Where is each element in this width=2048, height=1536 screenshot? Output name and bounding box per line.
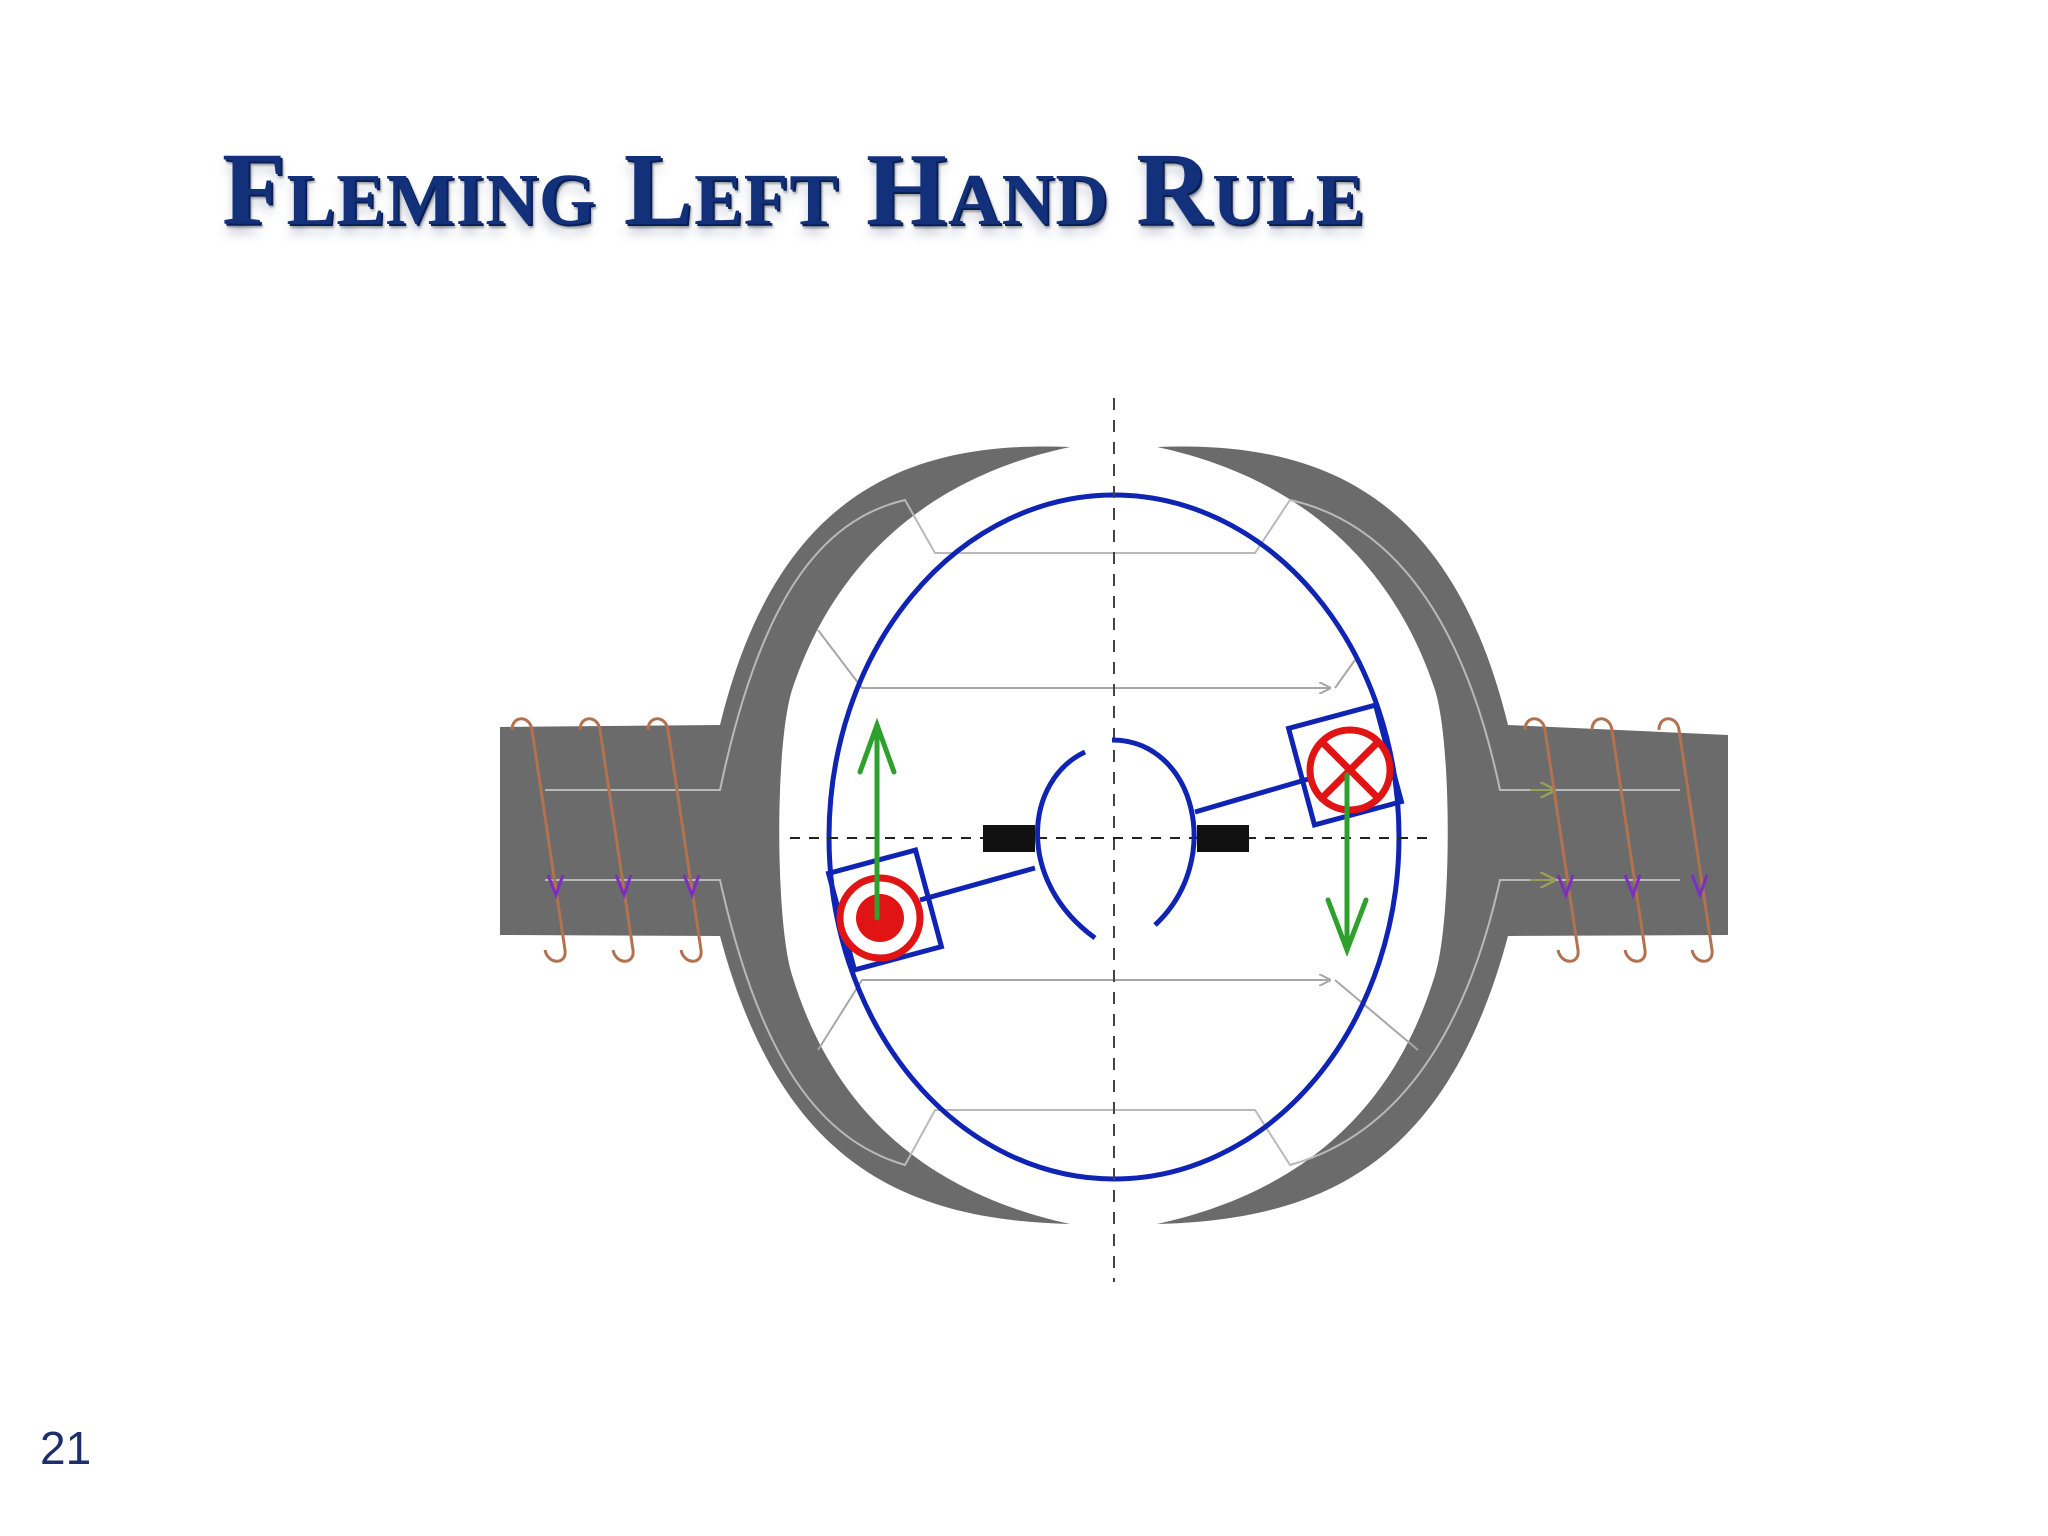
brush-right bbox=[1197, 825, 1249, 852]
arrow-up-icon bbox=[857, 717, 897, 921]
coil-current-arrows bbox=[546, 874, 1709, 900]
pole-field-lines bbox=[545, 498, 1680, 1167]
armature-wire-right bbox=[1194, 775, 1313, 815]
conductor-current-in bbox=[1285, 701, 1405, 829]
commutator-segment-right bbox=[1111, 737, 1197, 927]
right-field-coil bbox=[1523, 717, 1714, 963]
commutator-segment-left bbox=[1035, 749, 1097, 941]
conductor-current-out bbox=[825, 846, 945, 974]
left-field-coil bbox=[510, 717, 703, 963]
brush-left bbox=[983, 825, 1035, 852]
slide-number: 21 bbox=[40, 1422, 92, 1474]
air-gap-field-lines bbox=[817, 629, 1419, 1051]
left-magnet-pole bbox=[500, 446, 1070, 1224]
slide-title: Fleming Left Hand Rule bbox=[222, 132, 1366, 247]
right-magnet-pole bbox=[1157, 446, 1728, 1224]
armature-wire-left bbox=[919, 865, 1036, 903]
arrow-down-icon bbox=[1325, 772, 1369, 958]
